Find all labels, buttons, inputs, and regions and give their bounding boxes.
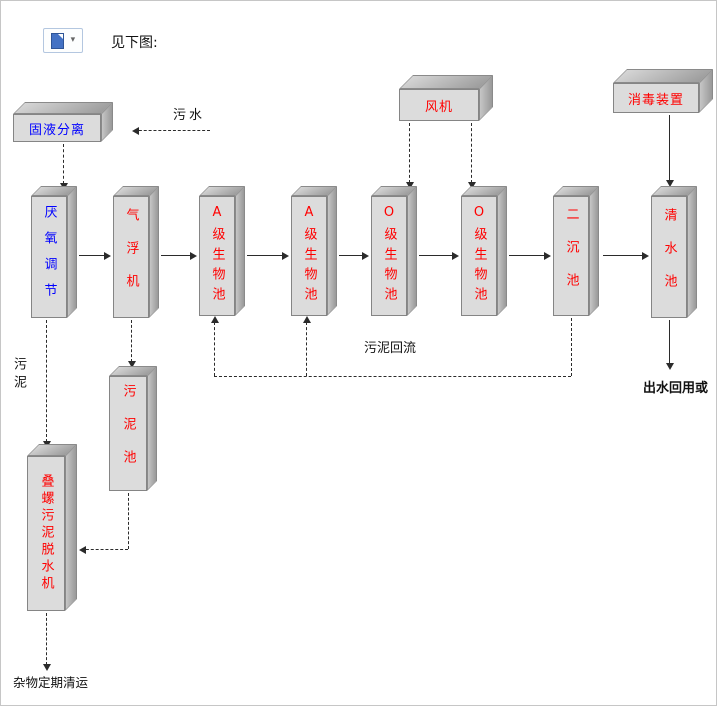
box-top-face bbox=[399, 75, 493, 89]
arrow-anaerobic-to-dewatering bbox=[43, 320, 51, 448]
box-side-face bbox=[149, 186, 159, 318]
box-front-face: 风机 bbox=[399, 89, 479, 121]
arrow-fan-to-o1 bbox=[406, 123, 414, 189]
box-front-face: 二沉池 bbox=[553, 196, 589, 316]
box-anaerobic-tank: 厌氧调节 bbox=[31, 186, 77, 318]
box-side-face bbox=[327, 186, 337, 316]
box-front-face: 固液分离 bbox=[13, 114, 101, 142]
box-front-face: 气浮机 bbox=[113, 196, 149, 318]
paste-options-button[interactable]: ▾ bbox=[43, 28, 83, 53]
box-front-face: A级生物池 bbox=[199, 196, 235, 316]
box-disinfection-device: 消毒装置 bbox=[613, 69, 713, 113]
box-label-secondary-sed: 二沉池 bbox=[563, 206, 579, 306]
box-clear-water-tank: 清水池 bbox=[651, 186, 697, 318]
box-side-face bbox=[589, 186, 599, 316]
box-sludge-pool: 污泥池 bbox=[109, 366, 157, 491]
box-a-biopool-2: A级生物池 bbox=[291, 186, 337, 316]
debris-removal-label: 杂物定期清运 bbox=[13, 675, 89, 690]
paste-clipboard-icon bbox=[50, 32, 64, 49]
box-air-flotation: 气浮机 bbox=[113, 186, 159, 318]
arrow-dewatering-to-debris bbox=[43, 613, 51, 671]
sludge-label: 污泥 bbox=[11, 357, 26, 393]
box-solid-liquid-separator: 固液分离 bbox=[13, 102, 113, 142]
box-o-biopool-1: O级生物池 bbox=[371, 186, 417, 316]
line-secondary-return-down bbox=[571, 318, 572, 376]
line-sludge-return-horizontal bbox=[214, 376, 571, 377]
arrow-return-to-a2 bbox=[303, 316, 311, 376]
box-top-face bbox=[13, 102, 113, 114]
arrow-o1-to-o2 bbox=[419, 252, 459, 260]
box-o-biopool-2: O级生物池 bbox=[461, 186, 507, 316]
arrow-separator-to-anaerobic bbox=[60, 144, 68, 190]
box-label-flotation: 气浮机 bbox=[123, 207, 139, 307]
box-side-face bbox=[497, 186, 507, 316]
box-side-face bbox=[65, 444, 77, 611]
box-label-dewatering: 叠螺污泥脱水机 bbox=[38, 474, 54, 593]
box-front-face: 污泥池 bbox=[109, 376, 147, 491]
box-front-face: O级生物池 bbox=[461, 196, 497, 316]
box-front-face: 叠螺污泥脱水机 bbox=[27, 456, 65, 611]
chevron-down-icon[interactable]: ▾ bbox=[70, 35, 76, 45]
arrow-flotation-to-a1 bbox=[161, 252, 197, 260]
box-side-face bbox=[407, 186, 417, 316]
box-top-face bbox=[613, 69, 713, 83]
box-label-a-biopool-1: A级生物池 bbox=[209, 205, 225, 307]
arrow-a1-to-a2 bbox=[247, 252, 289, 260]
arrow-o2-to-secondary bbox=[509, 252, 551, 260]
arrow-sludge-pool-to-dewatering bbox=[79, 546, 128, 554]
box-fan: 风机 bbox=[399, 75, 493, 121]
box-secondary-sedimentation: 二沉池 bbox=[553, 186, 599, 316]
arrow-anaerobic-to-flotation bbox=[79, 252, 111, 260]
box-side-face bbox=[235, 186, 245, 316]
arrow-disinfection-to-clear bbox=[666, 115, 674, 187]
sludge-return-label: 污泥回流 bbox=[364, 341, 417, 356]
box-a-biopool-1: A级生物池 bbox=[199, 186, 245, 316]
box-side-face bbox=[687, 186, 697, 318]
arrow-clear-to-effluent bbox=[666, 320, 674, 370]
box-side-face bbox=[67, 186, 77, 318]
box-front-face: 清水池 bbox=[651, 196, 687, 318]
line-sludge-pool-down bbox=[128, 493, 129, 549]
box-label-o-biopool-2: O级生物池 bbox=[471, 205, 487, 307]
effluent-label: 出水回用或 bbox=[643, 381, 709, 396]
arrow-secondary-to-clear bbox=[603, 252, 649, 260]
box-label-fan: 风机 bbox=[424, 99, 453, 115]
box-label-sludge-pool: 污泥池 bbox=[120, 384, 136, 483]
box-front-face: A级生物池 bbox=[291, 196, 327, 316]
box-front-face: 厌氧调节 bbox=[31, 196, 67, 318]
box-front-face: O级生物池 bbox=[371, 196, 407, 316]
box-label-anaerobic: 厌氧调节 bbox=[41, 205, 57, 309]
arrow-return-to-a1 bbox=[211, 316, 219, 376]
box-screw-dewatering-machine: 叠螺污泥脱水机 bbox=[27, 444, 77, 611]
box-label-separator: 固液分离 bbox=[28, 122, 85, 138]
arrow-influent-to-separator bbox=[132, 127, 210, 135]
box-label-clear-water: 清水池 bbox=[661, 207, 677, 307]
arrow-fan-to-o2 bbox=[468, 123, 476, 189]
box-label-a-biopool-2: A级生物池 bbox=[301, 205, 317, 307]
arrow-flotation-to-sludge-pool bbox=[128, 320, 136, 368]
box-side-face bbox=[147, 366, 157, 491]
box-front-face: 消毒装置 bbox=[613, 83, 699, 113]
influent-label: 污水 bbox=[173, 108, 206, 123]
see-figure-text: 见下图: bbox=[111, 35, 158, 51]
box-label-disinfection: 消毒装置 bbox=[627, 92, 684, 108]
arrow-a2-to-o1 bbox=[339, 252, 369, 260]
box-label-o-biopool-1: O级生物池 bbox=[381, 205, 397, 307]
